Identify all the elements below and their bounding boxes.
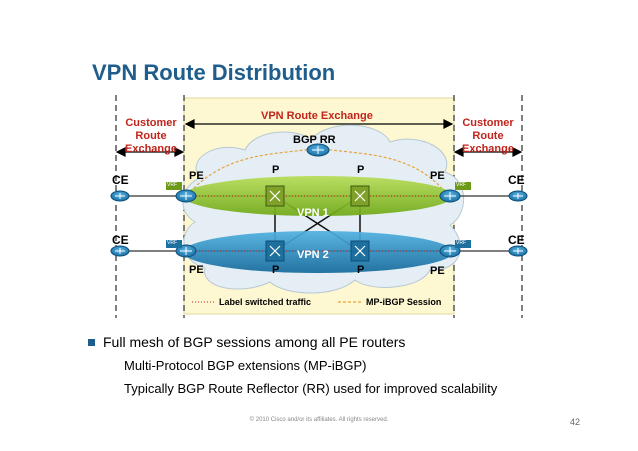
vpn1-label: VPN 1 — [297, 207, 329, 219]
pe-label: PE — [189, 264, 204, 276]
switch-icon — [350, 185, 370, 207]
customer-route-exchange-left: Customer Route Exchange — [125, 117, 177, 155]
bullet-text: Full mesh of BGP sessions among all PE r… — [103, 334, 406, 350]
pe-label: PE — [430, 170, 445, 182]
router-icon — [439, 189, 461, 203]
mp-ibgp-session-path — [189, 147, 446, 193]
p-label: P — [357, 264, 365, 276]
vpn2-tunnel — [183, 231, 453, 273]
router-icon — [508, 190, 528, 202]
sub-bullet: Multi-Protocol BGP extensions (MP-iBGP) — [124, 358, 367, 373]
bullet-item: Full mesh of BGP sessions among all PE r… — [88, 334, 497, 350]
routers — [110, 143, 528, 262]
switch-icon — [350, 240, 370, 262]
router-icon — [110, 190, 130, 202]
router-icon — [175, 189, 197, 203]
ce-pe-links — [120, 195, 518, 252]
vpn-route-exchange-label: VPN Route Exchange — [261, 110, 373, 122]
router-icon — [306, 143, 330, 157]
slide-title: VPN Route Distribution — [92, 60, 336, 85]
vpn1-tunnel — [183, 176, 453, 216]
vrf-tags — [166, 182, 471, 248]
sub-bullet: Typically BGP Route Reflector (RR) used … — [124, 381, 498, 396]
router-icon — [110, 245, 130, 257]
p-label: P — [357, 164, 365, 176]
customer-route-exchange-right: Customer Route Exchange — [462, 117, 514, 155]
switch-icon — [265, 240, 285, 262]
vrf-tag: VRF — [456, 240, 466, 246]
switch-icon — [265, 185, 285, 207]
bullet-list: Full mesh of BGP sessions among all PE r… — [88, 334, 497, 396]
bullet-square-icon — [88, 338, 95, 346]
ce-label: CE — [112, 173, 129, 187]
pe-label: PE — [430, 265, 445, 277]
label-switched-paths — [190, 195, 445, 252]
vpn2-label: VPN 2 — [297, 249, 329, 261]
p-label: P — [272, 264, 280, 276]
vrf-tag: VRF — [456, 182, 466, 188]
page-number: 42 — [570, 417, 581, 427]
legend-label-switched: Label switched traffic — [219, 297, 312, 307]
vrf-tag: VRF — [167, 182, 177, 188]
bgp-rr-label: BGP RR — [293, 134, 336, 146]
exchange-arrows — [115, 119, 523, 157]
ce-label: CE — [508, 173, 525, 187]
footer-copyright: © 2010 Cisco and/or its affiliates. All … — [249, 417, 389, 423]
p-label: P — [272, 164, 280, 176]
vrf-tag: VRF — [167, 240, 177, 246]
legend-mp-ibgp: MP-iBGP Session — [366, 297, 442, 307]
router-icon — [508, 245, 528, 257]
pe-label: PE — [189, 170, 204, 182]
ce-label: CE — [508, 233, 525, 247]
ce-label: CE — [112, 233, 129, 247]
